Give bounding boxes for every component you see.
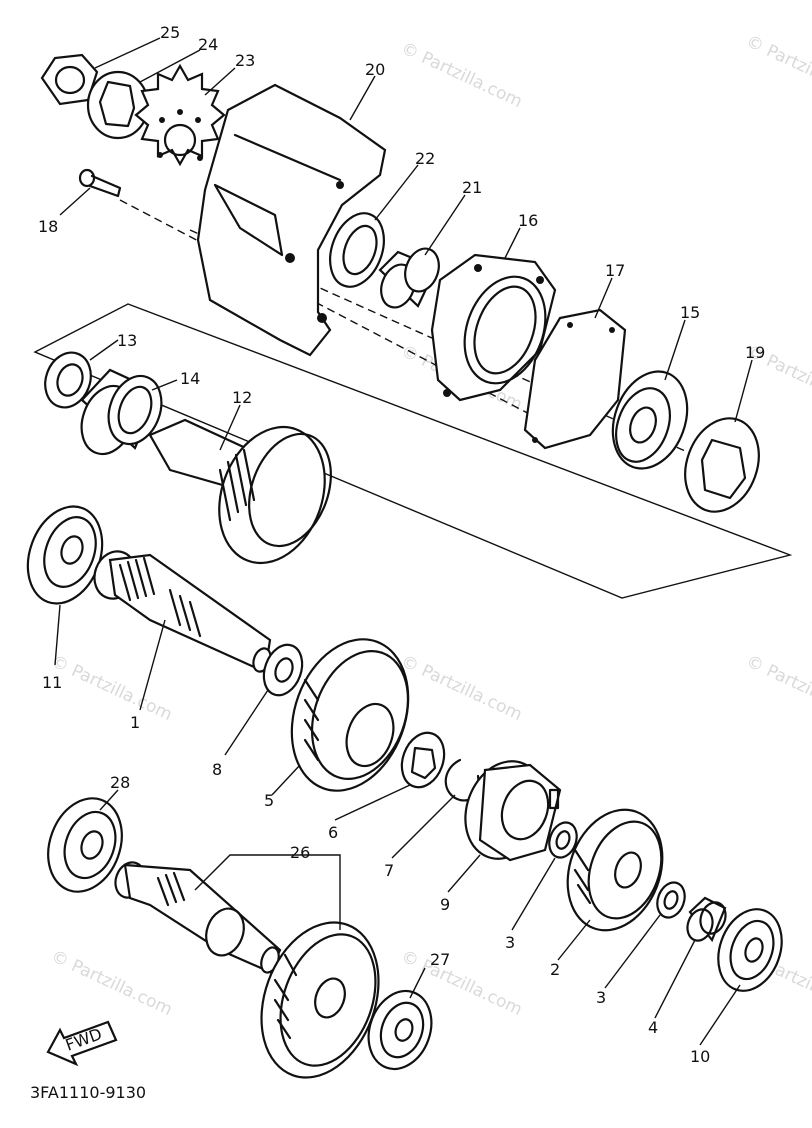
- label-13: 13: [117, 331, 137, 350]
- label-6: 6: [328, 823, 338, 842]
- gasket-17: [523, 308, 627, 450]
- nut-25: [40, 53, 99, 106]
- washer-3-lower: [656, 881, 686, 919]
- label-19: 19: [745, 343, 765, 362]
- label-3-upper: 3: [505, 933, 515, 952]
- leader-lines: [54, 37, 753, 1046]
- lock-washer-24: [86, 70, 150, 140]
- label-9: 9: [440, 895, 450, 914]
- gear-2: [566, 808, 664, 932]
- bolt-18: [78, 168, 122, 198]
- label-17: 17: [605, 261, 625, 280]
- bearing-housing-16: [430, 253, 557, 402]
- label-8: 8: [212, 760, 222, 779]
- clutch-hub-9: [464, 760, 562, 862]
- part-labels: 25 24 23 20 22 21 16 17 15 19 18 13 14 1…: [30, 23, 765, 1102]
- label-14: 14: [180, 369, 200, 388]
- washer-13: [44, 351, 92, 409]
- bearing-10: [717, 908, 783, 992]
- label-21: 21: [462, 178, 482, 197]
- label-16: 16: [518, 211, 538, 230]
- watermark: © Partzilla.com: [743, 31, 812, 105]
- bearing-27: [367, 989, 433, 1071]
- watermark: © Partzilla.com: [398, 38, 525, 112]
- label-4: 4: [648, 1018, 658, 1037]
- label-26: 26: [290, 843, 310, 862]
- gear-shaft-12: [148, 418, 332, 565]
- counter-shaft-26: [114, 861, 282, 974]
- label-5: 5: [264, 791, 274, 810]
- sprocket-23: [134, 63, 226, 167]
- housing-cover-20: [196, 83, 387, 357]
- label-10: 10: [690, 1047, 710, 1066]
- label-11: 11: [42, 673, 62, 692]
- bearing-28: [47, 797, 123, 893]
- label-7: 7: [384, 861, 394, 880]
- drawing-code: 3FA1110-9130: [30, 1083, 146, 1102]
- watermark: © Partzilla.com: [48, 946, 175, 1020]
- main-shaft-1: [93, 550, 272, 674]
- label-20: 20: [365, 60, 385, 79]
- washer-3-upper: [548, 821, 578, 859]
- collar-21: [378, 247, 440, 309]
- label-18: 18: [38, 217, 58, 236]
- watermark: © Partzilla.com: [743, 651, 812, 725]
- label-1: 1: [130, 713, 140, 732]
- washer-8: [262, 643, 304, 697]
- label-2: 2: [550, 960, 560, 979]
- label-27: 27: [430, 950, 450, 969]
- label-28: 28: [110, 773, 130, 792]
- fwd-arrow-icon: FWD: [46, 1020, 118, 1067]
- label-22: 22: [415, 149, 435, 168]
- bearing-11: [26, 505, 104, 605]
- oil-seal-22: [329, 212, 385, 288]
- label-12: 12: [232, 388, 252, 407]
- label-23: 23: [235, 51, 255, 70]
- gear-5: [290, 638, 410, 792]
- watermark: © Partzilla.com: [398, 651, 525, 725]
- label-3-lower: 3: [596, 988, 606, 1007]
- needle-bearing-14: [80, 368, 163, 456]
- label-15: 15: [680, 303, 700, 322]
- washer-6: [400, 731, 446, 789]
- watermark: © Partzilla.com: [48, 651, 175, 725]
- label-25: 25: [160, 23, 180, 42]
- label-24: 24: [198, 35, 218, 54]
- lock-washer-19: [684, 417, 760, 513]
- gear-26: [260, 921, 380, 1079]
